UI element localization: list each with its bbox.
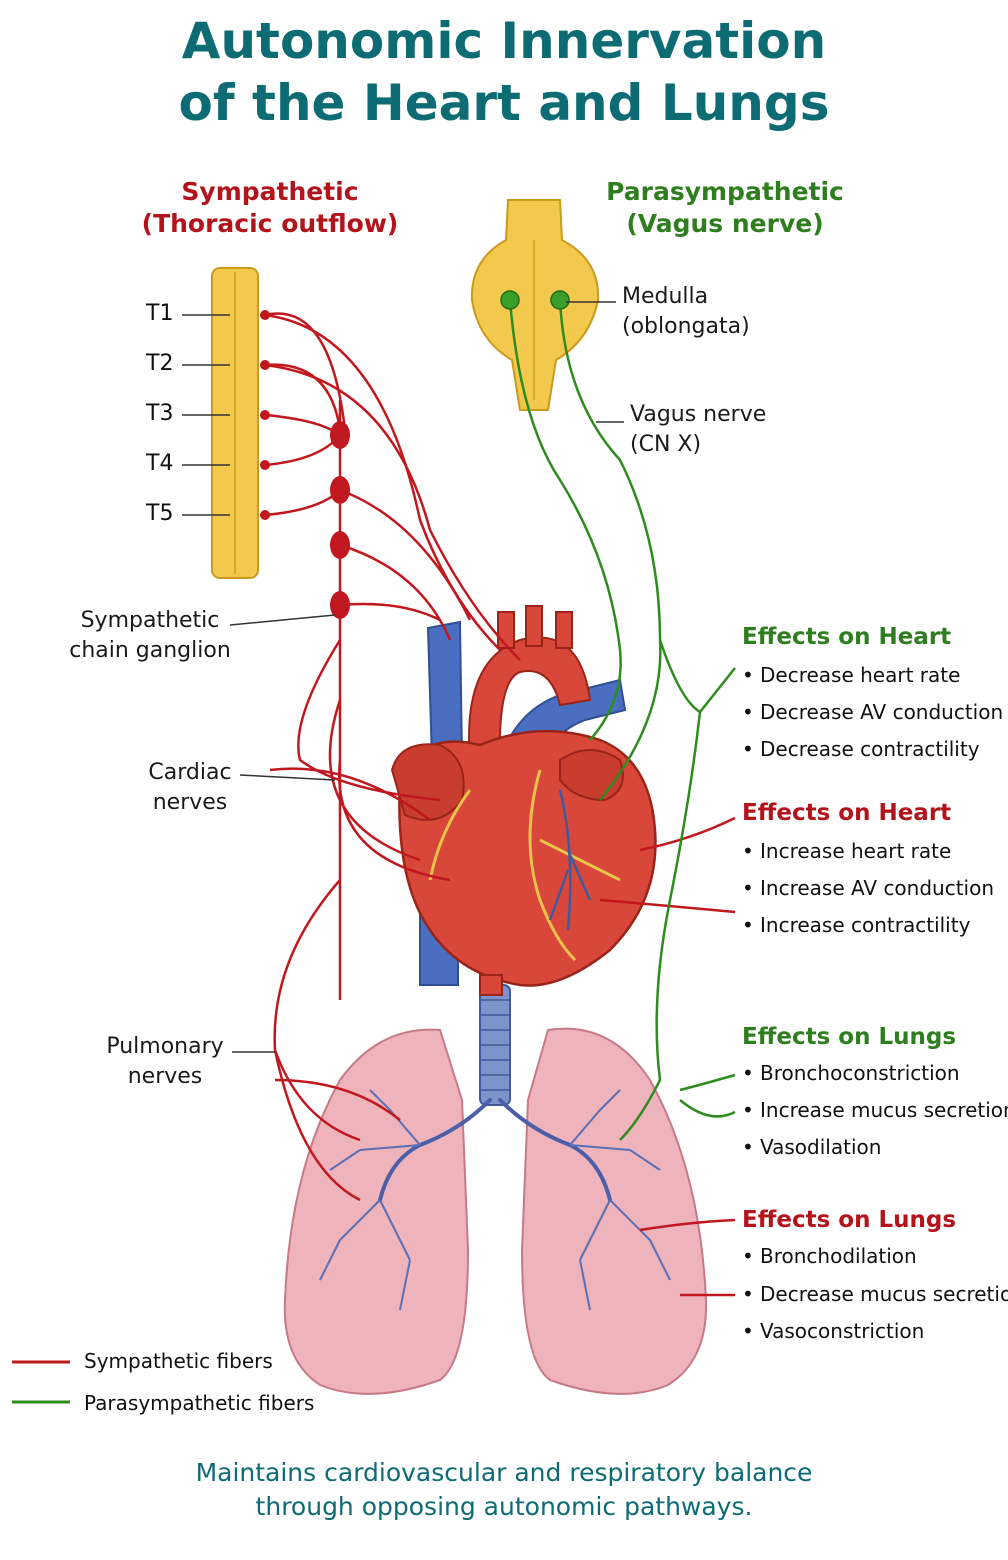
sympathetic-ganglia bbox=[260, 310, 350, 619]
effect-item: •Decrease contractility bbox=[742, 737, 980, 761]
effect-item: •Bronchoconstriction bbox=[742, 1061, 960, 1085]
effect-item: •Decrease mucus secretion bbox=[742, 1281, 1008, 1307]
effect-item: •Increase mucus secretion bbox=[742, 1097, 1008, 1123]
label-vagus-line1: Vagus nerve bbox=[630, 402, 767, 427]
effect-item-text: Vasoconstriction bbox=[760, 1319, 925, 1343]
parasympathetic-header-line2: (Vagus nerve) bbox=[626, 209, 824, 238]
effect-item-text: Increase mucus secretion bbox=[760, 1098, 1008, 1122]
page-title-line2: of the Heart and Lungs bbox=[178, 74, 830, 132]
segment-label-t3: T3 bbox=[146, 401, 174, 426]
label-medulla-line2: (oblongata) bbox=[622, 314, 750, 339]
effect-item: •Bronchodilation bbox=[742, 1244, 917, 1268]
segment-label-t1: T1 bbox=[146, 301, 174, 326]
vagal-nuclei bbox=[500, 290, 570, 310]
effect-item: •Vasoconstriction bbox=[742, 1319, 925, 1343]
effects-lungs-parasympathetic-title: Effects on Lungs bbox=[742, 1024, 957, 1050]
effect-item-text: Increase heart rate bbox=[760, 839, 952, 863]
effect-item: •Decrease AV conduction bbox=[742, 700, 1004, 724]
effects-heart-parasympathetic-title: Effects on Heart bbox=[742, 624, 952, 650]
sympathetic-header-line2: (Thoracic outflow) bbox=[141, 209, 399, 238]
label-vagus-line2: (CN X) bbox=[630, 432, 702, 457]
effect-item-text: Increase contractility bbox=[760, 913, 971, 937]
label-pulmonary-line2: nerves bbox=[127, 1064, 203, 1089]
effects-lungs-sympathetic-title: Effects on Lungs bbox=[742, 1207, 957, 1233]
label-cardiac-nerves: Cardiac nerves bbox=[130, 758, 250, 818]
label-chain-line1: Sympathetic bbox=[80, 608, 220, 633]
effect-item-text: Increase AV conduction bbox=[760, 876, 995, 900]
effect-item-text: Bronchodilation bbox=[760, 1244, 917, 1268]
lungs bbox=[283, 984, 708, 1395]
legend-sympathetic-label: Sympathetic fibers bbox=[84, 1349, 273, 1373]
effect-item-text: Decrease mucus secretion bbox=[760, 1282, 1008, 1306]
footer-line2: through opposing autonomic pathways. bbox=[255, 1492, 753, 1521]
label-leaders bbox=[182, 301, 624, 1053]
label-sympathetic-chain: Sympathetic chain ganglion bbox=[60, 606, 240, 666]
effect-item-text: Decrease AV conduction bbox=[760, 700, 1004, 724]
segment-label-t2: T2 bbox=[146, 351, 174, 376]
spinal-cord bbox=[211, 267, 259, 579]
label-chain-line2: chain ganglion bbox=[69, 638, 231, 663]
label-vagus-nerve: Vagus nerve (CN X) bbox=[630, 400, 766, 460]
sympathetic-header-line1: Sympathetic bbox=[181, 177, 359, 206]
medulla-oblongata bbox=[470, 199, 600, 411]
label-pulmonary-nerves: Pulmonary nerves bbox=[100, 1032, 230, 1092]
effect-item-text: Decrease contractility bbox=[760, 737, 980, 761]
sympathetic-header: Sympathetic (Thoracic outflow) bbox=[110, 176, 430, 240]
effect-item-text: Decrease heart rate bbox=[760, 663, 961, 687]
segment-label-t4: T4 bbox=[146, 451, 174, 476]
segment-label-t5: T5 bbox=[146, 501, 174, 526]
heart bbox=[390, 605, 657, 996]
effect-item: •Increase heart rate bbox=[742, 839, 952, 863]
parasympathetic-header-line1: Parasympathetic bbox=[606, 177, 844, 206]
label-cardiac-line2: nerves bbox=[152, 790, 228, 815]
effect-item: •Increase AV conduction bbox=[742, 876, 995, 900]
effect-item: •Vasodilation bbox=[742, 1135, 882, 1159]
effect-item-text: Bronchoconstriction bbox=[760, 1061, 960, 1085]
effect-item: •Increase contractility bbox=[742, 913, 971, 937]
effect-item: •Decrease heart rate bbox=[742, 663, 961, 687]
sympathetic-fibers bbox=[264, 312, 736, 1297]
effects-heart-sympathetic-title: Effects on Heart bbox=[742, 800, 952, 826]
parasympathetic-fibers bbox=[508, 299, 736, 1141]
footer-line1: Maintains cardiovascular and respiratory… bbox=[195, 1458, 813, 1487]
label-medulla: Medulla (oblongata) bbox=[622, 282, 750, 342]
effect-item-text: Vasodilation bbox=[760, 1135, 882, 1159]
label-cardiac-line1: Cardiac bbox=[148, 760, 232, 785]
legend-parasympathetic-label: Parasympathetic fibers bbox=[84, 1391, 315, 1415]
parasympathetic-header: Parasympathetic (Vagus nerve) bbox=[590, 176, 860, 240]
label-pulmonary-line1: Pulmonary bbox=[106, 1034, 224, 1059]
label-medulla-line1: Medulla bbox=[622, 284, 709, 309]
page-title-line1: Autonomic Innervation bbox=[181, 12, 827, 70]
